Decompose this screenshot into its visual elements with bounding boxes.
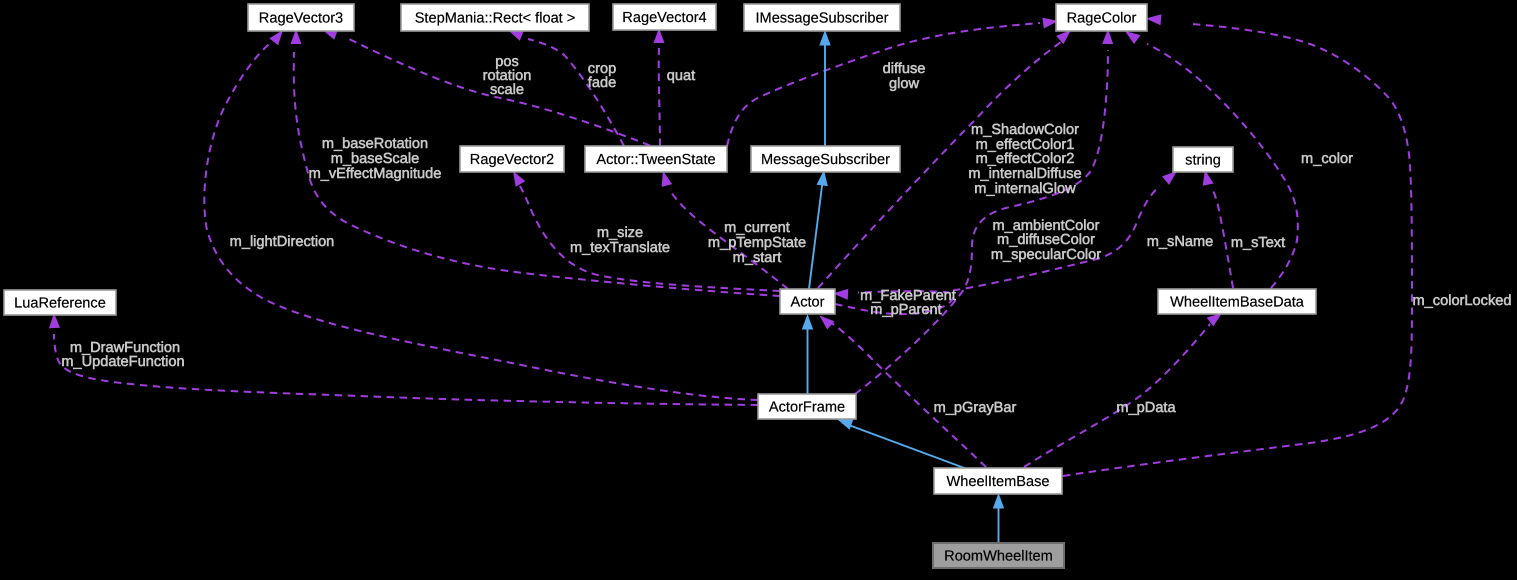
- svg-text:fade: fade: [588, 75, 616, 91]
- svg-text:m_start: m_start: [733, 250, 782, 266]
- svg-text:m_UpdateFunction: m_UpdateFunction: [61, 354, 184, 370]
- svg-text:m_colorLocked: m_colorLocked: [1413, 293, 1512, 309]
- svg-text:Actor: Actor: [790, 295, 824, 311]
- svg-text:m_FakeParent: m_FakeParent: [860, 288, 956, 304]
- svg-text:glow: glow: [889, 76, 919, 92]
- svg-text:diffuse: diffuse: [883, 61, 926, 77]
- svg-text:MessageSubscriber: MessageSubscriber: [761, 152, 890, 168]
- svg-text:m_ambientColor: m_ambientColor: [992, 218, 1099, 234]
- svg-text:m_ShadowColor: m_ShadowColor: [971, 122, 1079, 138]
- svg-text:RageVector3: RageVector3: [259, 11, 343, 27]
- svg-text:m_internalDiffuse: m_internalDiffuse: [968, 166, 1081, 182]
- svg-text:m_pParent: m_pParent: [870, 302, 941, 318]
- svg-text:RageColor: RageColor: [1067, 11, 1137, 27]
- svg-text:m_internalGlow: m_internalGlow: [974, 181, 1076, 197]
- svg-text:m_lightDirection: m_lightDirection: [230, 234, 335, 250]
- svg-text:IMessageSubscriber: IMessageSubscriber: [755, 11, 888, 27]
- svg-text:m_color: m_color: [1301, 151, 1353, 167]
- svg-text:string: string: [1185, 153, 1221, 169]
- svg-text:m_pData: m_pData: [1116, 400, 1176, 416]
- svg-text:m_effectColor2: m_effectColor2: [976, 151, 1075, 167]
- svg-text:m_effectColor1: m_effectColor1: [976, 137, 1075, 153]
- svg-text:m_current: m_current: [724, 220, 790, 236]
- svg-text:m_texTranslate: m_texTranslate: [570, 240, 670, 256]
- svg-text:pos: pos: [495, 54, 519, 70]
- svg-text:m_pTempState: m_pTempState: [708, 235, 806, 251]
- svg-text:WheelItemBaseData: WheelItemBaseData: [1170, 295, 1305, 311]
- svg-text:quat: quat: [667, 68, 695, 84]
- svg-text:crop: crop: [588, 61, 616, 77]
- svg-text:m_sText: m_sText: [1231, 235, 1285, 251]
- svg-text:Actor::TweenState: Actor::TweenState: [596, 152, 715, 168]
- svg-text:m_baseScale: m_baseScale: [331, 151, 419, 167]
- svg-text:m_size: m_size: [597, 225, 643, 241]
- svg-text:scale: scale: [490, 82, 524, 98]
- svg-text:m_specularColor: m_specularColor: [991, 247, 1101, 263]
- svg-text:StepMania::Rect< float >: StepMania::Rect< float >: [415, 11, 576, 27]
- svg-text:m_pGrayBar: m_pGrayBar: [934, 400, 1017, 416]
- svg-text:m_sName: m_sName: [1147, 234, 1214, 250]
- svg-text:m_vEffectMagnitude: m_vEffectMagnitude: [309, 166, 442, 182]
- svg-text:RoomWheelItem: RoomWheelItem: [944, 549, 1053, 565]
- svg-text:m_DrawFunction: m_DrawFunction: [70, 340, 180, 356]
- svg-text:ActorFrame: ActorFrame: [769, 400, 845, 416]
- svg-text:m_baseRotation: m_baseRotation: [322, 136, 428, 152]
- svg-text:rotation: rotation: [483, 68, 532, 84]
- svg-text:m_diffuseColor: m_diffuseColor: [997, 232, 1095, 248]
- svg-text:RageVector4: RageVector4: [622, 10, 706, 26]
- svg-text:LuaReference: LuaReference: [14, 296, 106, 312]
- svg-text:RageVector2: RageVector2: [470, 152, 554, 168]
- svg-text:WheelItemBase: WheelItemBase: [946, 474, 1049, 490]
